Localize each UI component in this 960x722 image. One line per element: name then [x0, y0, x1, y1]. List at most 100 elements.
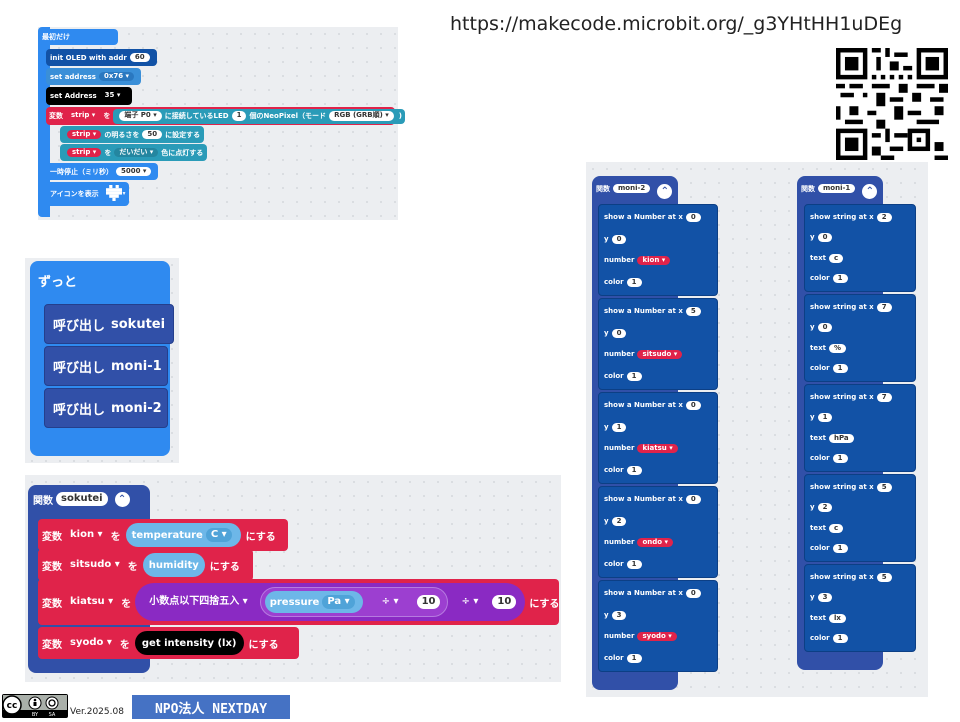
- x-input[interactable]: 5: [685, 307, 701, 317]
- y-input[interactable]: 0: [817, 323, 833, 333]
- y-input[interactable]: 0: [611, 234, 627, 244]
- x-input[interactable]: 0: [685, 589, 701, 599]
- brightness-block[interactable]: strip の明るさを 50 に設定する: [60, 126, 205, 143]
- sitsudo-var-block[interactable]: 変数 sitsudo を humidity にする: [38, 549, 253, 581]
- x-input[interactable]: 7: [876, 302, 892, 312]
- strip-var-block[interactable]: 変数 strip を 端子 P0 に接続しているLED 1 個のNeoPixel…: [46, 107, 430, 125]
- y-input[interactable]: 3: [817, 593, 833, 603]
- kion-dropdown[interactable]: kion: [65, 528, 108, 542]
- address-dropdown[interactable]: 35: [100, 91, 126, 100]
- y-input[interactable]: 3: [611, 610, 627, 620]
- color-input[interactable]: 1: [626, 653, 642, 663]
- color-input[interactable]: 1: [626, 465, 642, 475]
- color-input[interactable]: 1: [832, 634, 848, 644]
- moni2-name-input[interactable]: moni-2: [613, 184, 651, 194]
- color-input[interactable]: 1: [626, 371, 642, 381]
- syodo-dropdown[interactable]: syodo: [65, 636, 117, 650]
- divide-op1-dropdown[interactable]: ÷: [377, 595, 404, 609]
- light-intensity-block[interactable]: get intensity (lx): [134, 631, 244, 655]
- syodo-var-block[interactable]: 変数 syodo を get intensity (lx) にする: [38, 627, 299, 659]
- neopixel-create-block[interactable]: 端子 P0 に接続しているLED 1 個のNeoPixel（モード RGB (G…: [113, 108, 405, 124]
- y-input[interactable]: 2: [611, 516, 627, 526]
- divide-inner-block[interactable]: pressure Pa ÷ 10: [259, 587, 449, 617]
- color-input[interactable]: 1: [832, 544, 848, 554]
- temperature-unit-dropdown[interactable]: C: [205, 528, 232, 542]
- call-moni1-block[interactable]: 呼び出し moni-1: [44, 346, 168, 386]
- moni1-name-input[interactable]: moni-1: [818, 184, 856, 194]
- color-input[interactable]: 1: [832, 454, 848, 464]
- call-sokutei-block[interactable]: 呼び出し sokutei: [44, 304, 174, 344]
- sokutei-name-input[interactable]: sokutei: [56, 492, 108, 506]
- divide-v2-input[interactable]: 10: [492, 595, 517, 609]
- show-color-block[interactable]: strip を だいだい 色に点灯する: [60, 144, 208, 161]
- sitsudo-dropdown[interactable]: sitsudo: [65, 558, 125, 572]
- color-input[interactable]: 1: [832, 364, 848, 374]
- text-input[interactable]: c: [828, 253, 844, 263]
- set-address-block[interactable]: set Address 35: [46, 87, 133, 105]
- kion-var-block[interactable]: 変数 kion を temperature C にする: [38, 519, 288, 551]
- show-icon-block[interactable]: アイコンを表示 ▾: [46, 182, 130, 206]
- y-input[interactable]: 2: [817, 503, 833, 513]
- brightness-strip-dropdown[interactable]: strip: [67, 129, 102, 140]
- address-hex-dropdown[interactable]: 0x76: [98, 71, 135, 82]
- pause-block[interactable]: 一時停止（ミリ秒） 5000: [46, 163, 159, 180]
- round-block[interactable]: 小数点以下四捨五入 pressure Pa ÷ 10 ÷ 10: [135, 583, 526, 621]
- pin-dropdown[interactable]: 端子 P0: [119, 111, 162, 121]
- text-input[interactable]: hPa: [828, 433, 854, 443]
- collapse-icon[interactable]: ⌃: [862, 184, 878, 199]
- x-input[interactable]: 5: [876, 572, 892, 582]
- number-var-dropdown[interactable]: syodo: [637, 632, 677, 642]
- x-input[interactable]: 0: [685, 495, 701, 505]
- humidity-sensor-block[interactable]: humidity: [142, 553, 205, 577]
- start-block-header[interactable]: 最初だけ: [38, 29, 118, 45]
- init-oled-block[interactable]: init OLED with addr 60: [46, 49, 157, 66]
- strip-var-dropdown[interactable]: strip: [66, 111, 100, 120]
- call-moni2-block[interactable]: 呼び出し moni-2: [44, 388, 168, 428]
- number-var-dropdown[interactable]: sitsudo: [637, 350, 683, 360]
- color-input[interactable]: 1: [832, 274, 848, 284]
- collapse-icon[interactable]: ⌃: [657, 184, 673, 199]
- color-strip-dropdown[interactable]: strip: [67, 147, 102, 158]
- led-count-input[interactable]: 1: [231, 111, 247, 121]
- pause-dropdown[interactable]: 5000: [116, 166, 152, 177]
- number-var-dropdown[interactable]: kion: [637, 256, 671, 266]
- temperature-sensor-block[interactable]: temperature C: [125, 523, 241, 547]
- y-input[interactable]: 0: [611, 328, 627, 338]
- x-input[interactable]: 0: [685, 401, 701, 411]
- y-input[interactable]: 1: [817, 413, 833, 423]
- oled-addr-input[interactable]: 60: [129, 52, 150, 63]
- brightness-input[interactable]: 50: [142, 129, 163, 140]
- color-dropdown[interactable]: だいだい: [114, 147, 159, 158]
- collapse-icon[interactable]: ⌃: [114, 492, 130, 507]
- divide-op2-dropdown[interactable]: ÷: [456, 595, 483, 609]
- text-input[interactable]: lx: [828, 613, 846, 623]
- round-dropdown[interactable]: 小数点以下四捨五入: [144, 595, 253, 609]
- y-input[interactable]: 0: [817, 233, 833, 243]
- kiatsu-var-block[interactable]: 変数 kiatsu を 小数点以下四捨五入 pressure Pa ÷ 10 ÷…: [38, 579, 559, 625]
- pressure-unit-dropdown[interactable]: Pa: [322, 595, 355, 609]
- x-input[interactable]: 2: [876, 212, 892, 222]
- x-input[interactable]: 5: [876, 482, 892, 492]
- pressure-sensor-block[interactable]: pressure Pa: [264, 591, 363, 613]
- kiatsu-dropdown[interactable]: kiatsu: [65, 595, 118, 609]
- set-address-hex-block[interactable]: set address 0x76: [46, 68, 142, 85]
- divide-v1-input[interactable]: 10: [416, 595, 441, 609]
- y-input[interactable]: 1: [611, 422, 627, 432]
- number-var-dropdown[interactable]: ondo: [637, 538, 674, 548]
- color-input[interactable]: 1: [626, 559, 642, 569]
- mode-dropdown[interactable]: RGB (GRB順): [329, 111, 394, 121]
- color-input[interactable]: 1: [626, 277, 642, 287]
- x-input[interactable]: 7: [876, 392, 892, 402]
- heart-icon[interactable]: [105, 185, 123, 203]
- text-input[interactable]: %: [828, 343, 846, 353]
- text-input[interactable]: c: [828, 523, 844, 533]
